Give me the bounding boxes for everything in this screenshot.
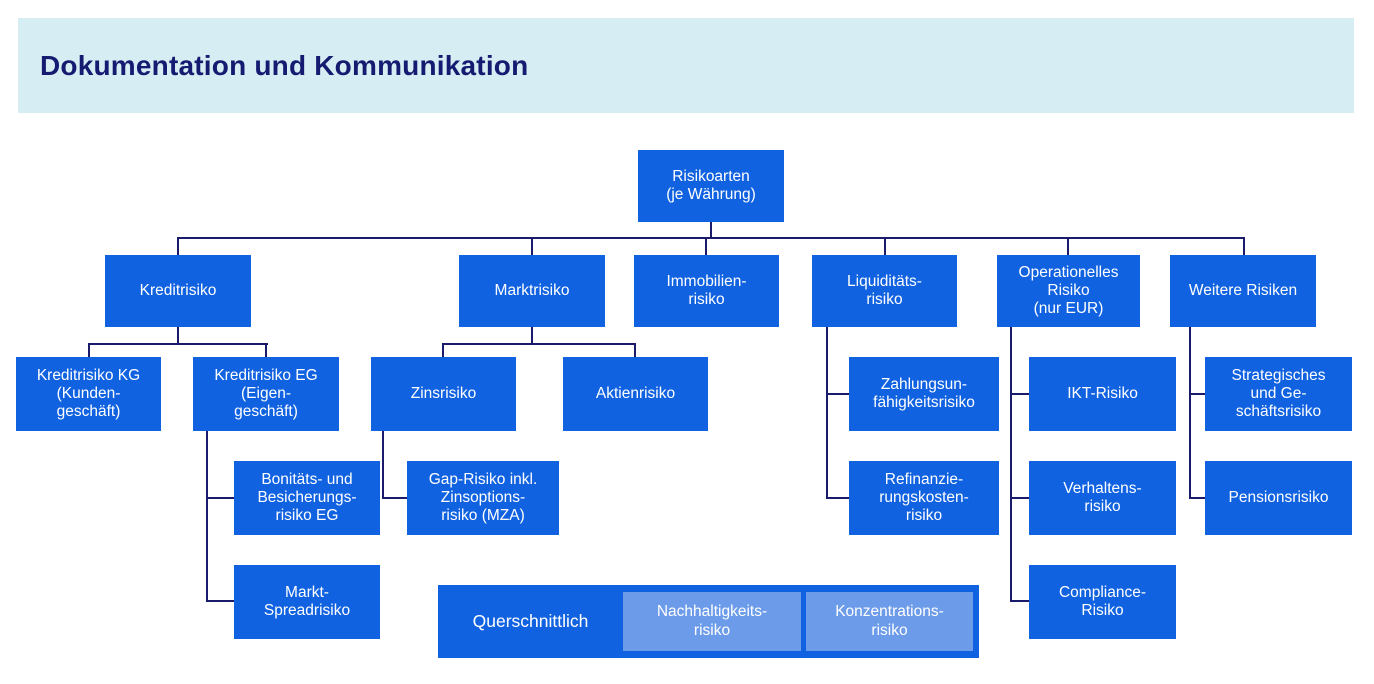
- querschnittlich-label: Querschnittlich: [472, 611, 589, 631]
- node-bonitaets-besicherungsrisiko: Bonitäts- und Besicherungs- risiko EG: [234, 461, 380, 535]
- connector-line: [442, 343, 636, 345]
- node-marktrisiko: Marktrisiko: [459, 255, 605, 327]
- connector-line: [177, 237, 1245, 239]
- node-nachhaltigkeitsrisiko: Nachhaltigkeits- risiko: [623, 592, 801, 651]
- node-strategisches-geschaeftsrisiko: Strategisches und Ge- schäftsrisiko: [1205, 357, 1352, 431]
- connector-line: [531, 327, 533, 345]
- connector-line: [634, 343, 636, 357]
- connector-line: [1010, 497, 1029, 499]
- connector-line: [206, 600, 234, 602]
- connector-line: [884, 237, 886, 255]
- connector-line: [1067, 237, 1069, 255]
- node-kreditrisiko: Kreditrisiko: [105, 255, 251, 327]
- node-kreditrisiko-eg: Kreditrisiko EG (Eigen- geschäft): [193, 357, 339, 431]
- connector-line: [382, 497, 407, 499]
- node-compliance-risiko: Compliance- Risiko: [1029, 565, 1176, 639]
- connector-line: [88, 343, 268, 345]
- connector-line: [177, 327, 179, 345]
- connector-line: [826, 327, 828, 499]
- connector-line: [206, 431, 208, 602]
- page-title: Dokumentation und Kommunikation: [40, 49, 529, 81]
- node-weitere-risiken: Weitere Risiken: [1170, 255, 1316, 327]
- node-kreditrisiko-kg: Kreditrisiko KG (Kunden- geschäft): [16, 357, 161, 431]
- node-zinsrisiko: Zinsrisiko: [371, 357, 516, 431]
- connector-line: [1243, 237, 1245, 255]
- connector-line: [382, 431, 384, 499]
- node-refinanzierungskostenrisiko: Refinanzie- rungskosten- risiko: [849, 461, 999, 535]
- node-markt-spreadrisiko: Markt- Spreadrisiko: [234, 565, 380, 639]
- connector-line: [177, 237, 179, 255]
- node-immobilienrisiko: Immobilien- risiko: [634, 255, 779, 327]
- node-zahlungsunfaehigkeitsrisiko: Zahlungsun- fähigkeitsrisiko: [849, 357, 999, 431]
- node-risikoarten: Risikoarten (je Währung): [638, 150, 784, 222]
- connector-line: [88, 343, 90, 357]
- connector-line: [1189, 497, 1205, 499]
- node-pensionsrisiko: Pensionsrisiko: [1205, 461, 1352, 535]
- querschnittlich-strip: Querschnittlich Nachhaltigkeits- risiko …: [438, 585, 979, 658]
- connector-line: [1010, 327, 1012, 602]
- connector-line: [826, 393, 849, 395]
- connector-line: [265, 343, 267, 357]
- node-konzentrationsrisiko: Konzentrations- risiko: [806, 592, 973, 651]
- node-liquiditaetsrisiko: Liquiditäts- risiko: [812, 255, 957, 327]
- node-gap-risiko: Gap-Risiko inkl. Zinsoptions- risiko (MZ…: [407, 461, 559, 535]
- node-aktienrisiko: Aktienrisiko: [563, 357, 708, 431]
- connector-line: [442, 343, 444, 357]
- connector-line: [826, 497, 849, 499]
- connector-line: [1010, 393, 1029, 395]
- connector-line: [1189, 393, 1205, 395]
- connector-line: [531, 237, 533, 255]
- connector-line: [705, 237, 707, 255]
- header-banner: Dokumentation und Kommunikation: [18, 18, 1354, 113]
- connector-line: [710, 222, 712, 238]
- connector-line: [1010, 600, 1029, 602]
- connector-line: [1189, 327, 1191, 499]
- connector-line: [206, 497, 234, 499]
- node-operationelles-risiko: Operationelles Risiko (nur EUR): [997, 255, 1140, 327]
- node-verhaltensrisiko: Verhaltens- risiko: [1029, 461, 1176, 535]
- node-ikt-risiko: IKT-Risiko: [1029, 357, 1176, 431]
